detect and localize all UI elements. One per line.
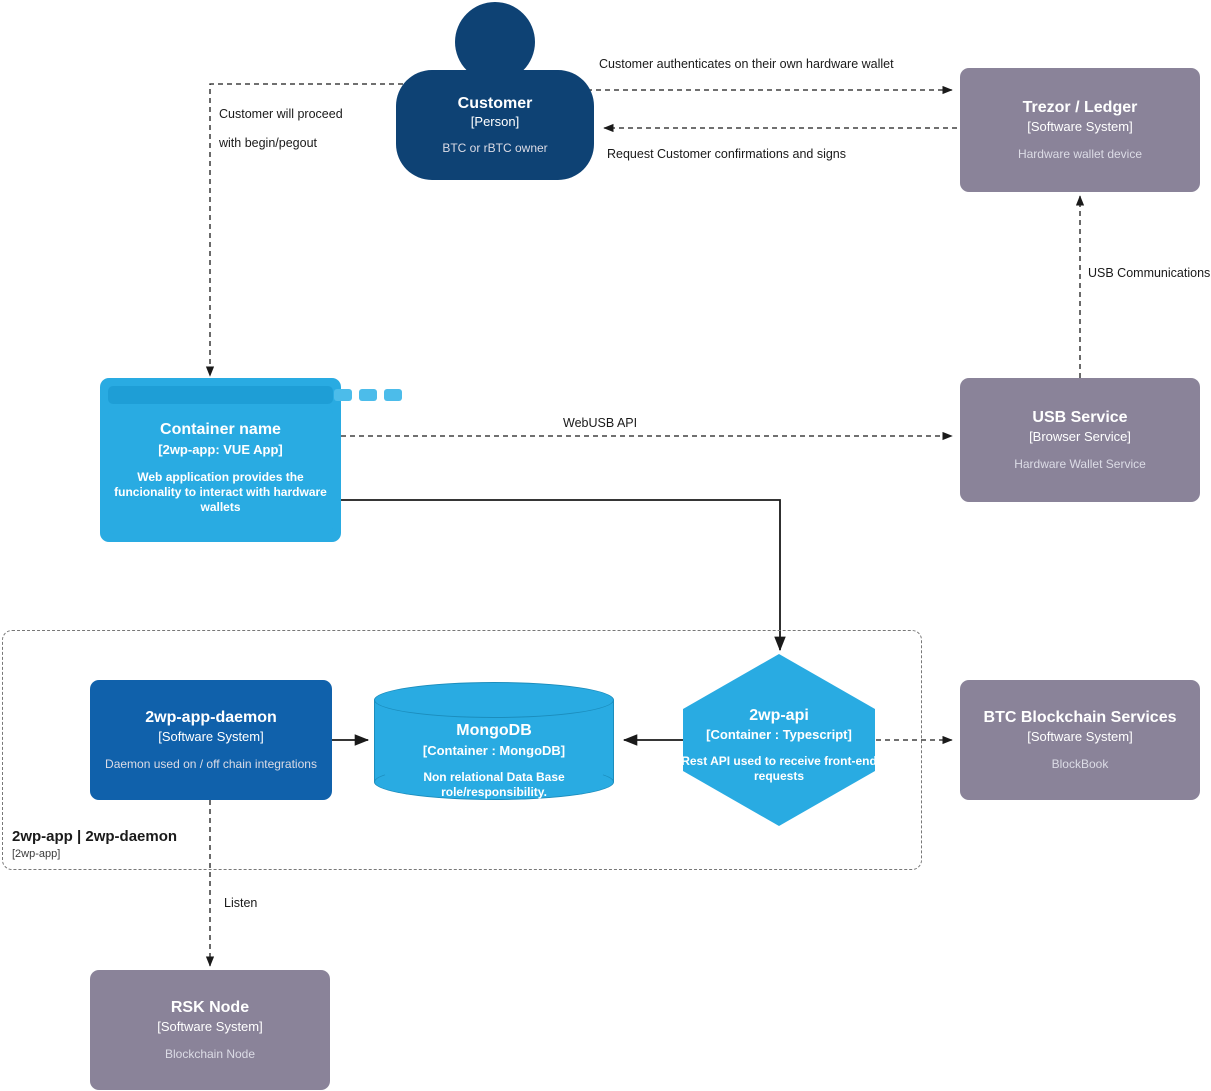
node-rsk-node-tech: [Software System] (157, 1019, 263, 1034)
node-trezor-ledger-tech: [Software System] (1027, 119, 1133, 134)
edge-label-webusb-api: WebUSB API (563, 416, 638, 430)
cylinder-top (374, 682, 614, 718)
boundary-2wp-app (2, 630, 922, 870)
node-2wp-app-daemon-tech: [Software System] (158, 729, 264, 744)
node-rsk-node-title: RSK Node (170, 999, 250, 1016)
node-mongodb[interactable]: MongoDB [Container : MongoDB] Non relati… (374, 682, 614, 800)
browser-viewport (108, 408, 333, 534)
edge-label-with-begin-pegout: with begin/pegout (219, 136, 317, 150)
browser-chrome-bar (108, 386, 333, 404)
node-rsk-node[interactable]: RSK Node [Software System] Blockchain No… (90, 970, 330, 1090)
node-usb-service[interactable]: USB Service [Browser Service] Hardware W… (960, 378, 1200, 502)
node-2wp-app-daemon-title: 2wp-app-daemon (145, 709, 277, 726)
edge-label-customer-will-proceed: Customer will proceed (219, 107, 343, 121)
node-2wp-api-title: 2wp-api (749, 707, 809, 724)
node-2wp-app-daemon-description: Daemon used on / off chain integrations (105, 757, 317, 771)
node-2wp-app-daemon[interactable]: 2wp-app-daemon [Software System] Daemon … (90, 680, 332, 800)
person-head-icon (455, 2, 535, 82)
edge-label-request-confirmations: Request Customer confirmations and signs (607, 147, 847, 161)
boundary-title: 2wp-app | 2wp-daemon (12, 828, 178, 845)
node-rsk-node-description: Blockchain Node (164, 1047, 256, 1061)
node-btc-blockchain-services-description: BlockBook (1051, 757, 1109, 771)
edge-label-customer-authenticates: Customer authenticates on their own hard… (599, 57, 894, 71)
edge-container-name-to-api (341, 499, 786, 652)
person-body-shape (396, 70, 594, 180)
node-btc-blockchain-services-title: BTC Blockchain Services (983, 709, 1177, 726)
browser-button-3-icon (334, 389, 352, 401)
boundary-tech: [2wp-app] (12, 848, 61, 860)
node-customer[interactable]: Customer [Person] BTC or rBTC owner (396, 2, 594, 180)
node-btc-blockchain-services[interactable]: BTC Blockchain Services [Software System… (960, 680, 1200, 800)
node-trezor-ledger[interactable]: Trezor / Ledger [Software System] Hardwa… (960, 68, 1200, 192)
node-2wp-api-tech: [Container : Typescript] (706, 727, 852, 742)
browser-button-2-icon (359, 389, 377, 401)
edge-label-usb-communications: USB Communications (1088, 266, 1211, 280)
node-2wp-api[interactable]: 2wp-api [Container : Typescript] Rest AP… (681, 654, 877, 826)
node-usb-service-tech: [Browser Service] (1029, 429, 1131, 444)
node-usb-service-description: Hardware Wallet Service (1014, 457, 1146, 471)
cylinder-bottom (374, 764, 614, 800)
browser-button-1-icon (384, 389, 402, 401)
node-usb-service-title: USB Service (1032, 409, 1128, 426)
node-2wp-api-description: Rest API used to receive front-end reque… (681, 754, 877, 783)
node-container-name[interactable]: Container name [2wp-app: VUE App] Web ap… (100, 378, 402, 542)
edge-label-listen: Listen (224, 896, 258, 910)
node-trezor-ledger-title: Trezor / Ledger (1022, 99, 1138, 116)
node-btc-blockchain-services-tech: [Software System] (1027, 729, 1133, 744)
node-trezor-ledger-description: Hardware wallet device (1017, 147, 1143, 161)
